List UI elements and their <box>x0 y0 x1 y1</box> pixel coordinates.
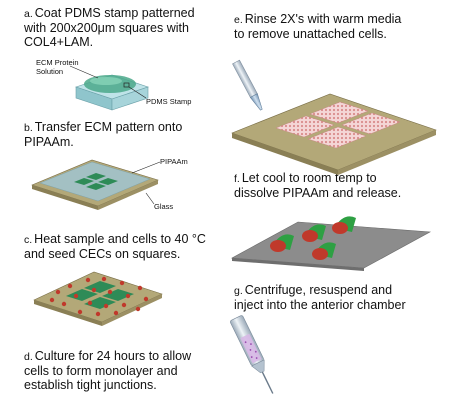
step-c-description: Heat sample and cells to 40 °C and seed … <box>24 232 206 261</box>
step-g-description: Centrifuge, resuspend and inject into th… <box>234 283 406 312</box>
pdms-stamp-label: PDMS Stamp <box>146 97 192 106</box>
step-d-letter: d. <box>24 351 33 363</box>
step-a-description: Coat PDMS stamp patterned with 200x200μm… <box>24 6 195 49</box>
syringe-icon <box>230 315 274 394</box>
step-b-text: b.Transfer ECM pattern onto PIPAAm. <box>24 120 182 149</box>
glass-label: Glass <box>154 202 174 211</box>
step-g-text: g.Centrifuge, resuspend and inject into … <box>234 283 406 312</box>
step-e-text: e.Rinse 2X's with warm media to remove u… <box>234 12 401 41</box>
release-illustration <box>230 216 432 271</box>
step-b-letter: b. <box>24 122 33 134</box>
cell-sheet-roll <box>332 216 356 234</box>
cell-sheet-roll <box>270 234 294 252</box>
step-g-letter: g. <box>234 285 243 297</box>
step-a-text: a.Coat PDMS stamp patterned with 200x200… <box>24 6 195 49</box>
cell-sheet-roll <box>302 224 326 242</box>
step-c-letter: c. <box>24 234 33 246</box>
rinse-illustration <box>231 59 437 175</box>
cell-sheet-roll <box>312 242 336 260</box>
pipette-icon <box>232 59 263 111</box>
ecm-protein-solution-label: ECM Protein Solution <box>36 58 79 76</box>
step-f-description: Let cool to room temp to dissolve PIPAAm… <box>234 171 402 200</box>
step-f-text: f.Let cool to room temp to dissolve PIPA… <box>234 171 401 200</box>
step-a-letter: a. <box>24 8 33 20</box>
step-f-letter: f. <box>234 173 240 185</box>
pipaam-label: PIPAAm <box>160 157 188 166</box>
step-e-description: Rinse 2X's with warm media to remove una… <box>234 12 402 41</box>
step-d-text: d.Culture for 24 hours to allow cells to… <box>24 349 191 392</box>
step-b-description: Transfer ECM pattern onto PIPAAm. <box>24 120 183 149</box>
step-c-text: c.Heat sample and cells to 40 °C and see… <box>24 232 206 261</box>
step-e-letter: e. <box>234 14 243 26</box>
seeded-cells-illustration <box>33 271 163 326</box>
step-d-description: Culture for 24 hours to allow cells to f… <box>24 349 192 392</box>
glass-pipaam-illustration <box>31 159 161 210</box>
pdms-stamp-illustration <box>69 65 149 111</box>
